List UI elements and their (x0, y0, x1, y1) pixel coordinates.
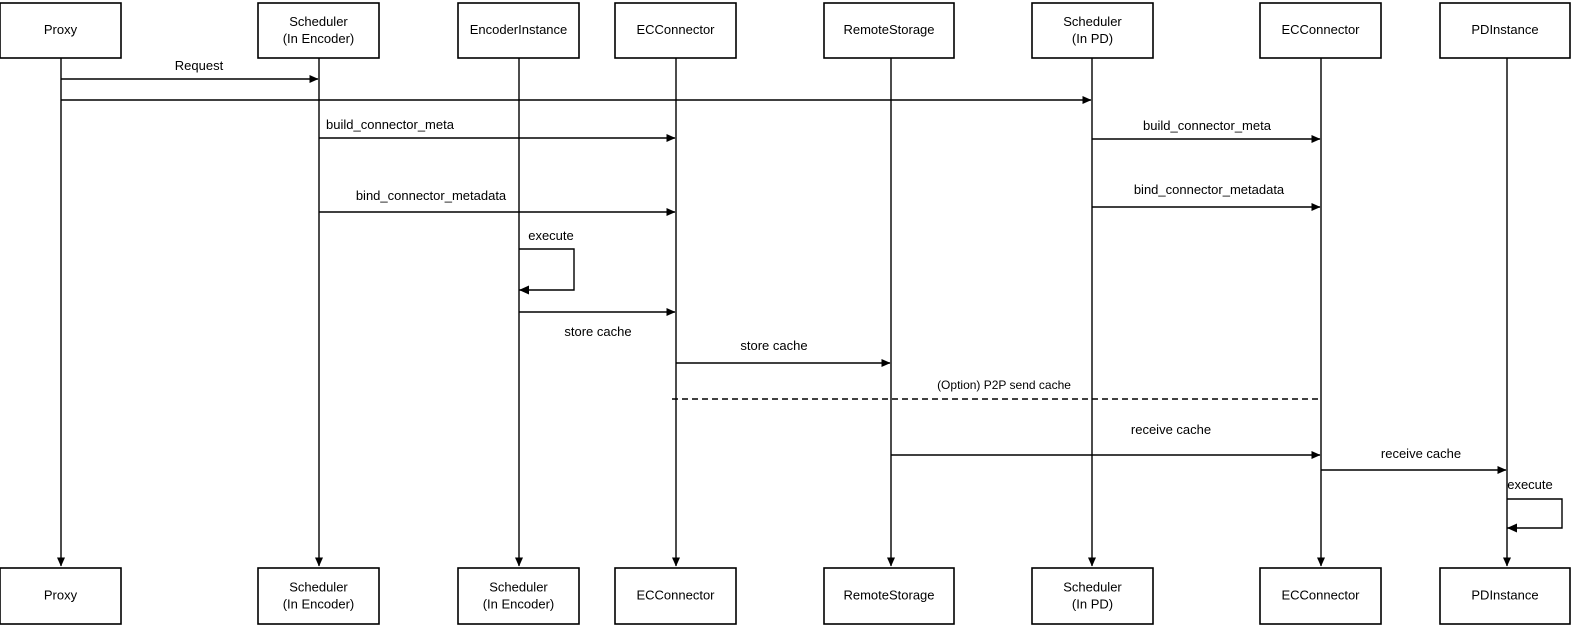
message-bind-connector-metadata-encoder[interactable]: bind_connector_metadata (319, 188, 676, 216)
participant-label-line1: ECConnector (636, 587, 715, 602)
participant-label-line1: EncoderInstance (470, 22, 568, 37)
participant-label-line1: ECConnector (636, 22, 715, 37)
participant-label-line2: (In PD) (1072, 31, 1113, 46)
footer-boxes-layer: Proxy Scheduler (In Encoder) Scheduler (In E… (0, 567, 1571, 625)
participant-box (1439, 2, 1571, 59)
participant-box (1259, 567, 1382, 625)
participant-label-line1: RemoteStorage (843, 22, 934, 37)
footer-participant-scheduler-pd[interactable]: Scheduler (In PD) (1031, 567, 1154, 625)
self-message-path (1507, 498, 1563, 529)
message-label: receive cache (1131, 422, 1211, 437)
message-label: store cache (740, 338, 807, 353)
header-participant-remote-storage[interactable]: RemoteStorage (823, 2, 955, 59)
participant-label-line1: Scheduler (489, 579, 548, 594)
message-bind-connector-metadata-pd[interactable]: bind_connector_metadata (1092, 182, 1321, 211)
participant-box (614, 567, 737, 625)
message-label: bind_connector_metadata (1134, 182, 1285, 197)
participant-box (0, 567, 122, 625)
messages-layer: Request build_connector_meta build_connect… (61, 58, 1507, 474)
message-label: (Option) P2P send cache (937, 378, 1071, 392)
message-receive-cache-pd-instance[interactable]: receive cache (1321, 446, 1507, 474)
participant-label-line1: Proxy (44, 587, 78, 602)
self-messages-layer: execute execute (519, 228, 1563, 533)
footer-participant-proxy[interactable]: Proxy (0, 567, 122, 625)
participant-box (457, 567, 580, 625)
message-build-connector-meta-encoder[interactable]: build_connector_meta (319, 117, 676, 142)
participant-label-line2: (In PD) (1072, 596, 1113, 611)
lifelines-layer (57, 58, 1511, 567)
header-participant-ec-connector-encoder[interactable]: ECConnector (614, 2, 737, 59)
self-message-arrowhead (519, 285, 529, 295)
self-message-label: execute (528, 228, 574, 243)
footer-participant-encoder-instance[interactable]: Scheduler (In Encoder) (457, 567, 580, 625)
message-label: build_connector_meta (1143, 118, 1272, 133)
participant-box (257, 567, 380, 625)
participant-box (823, 567, 955, 625)
header-boxes-layer: Proxy Scheduler (In Encoder) EncoderInstanc… (0, 2, 1571, 59)
message-label: receive cache (1381, 446, 1461, 461)
participant-box (1031, 567, 1154, 625)
participant-box (823, 2, 955, 59)
participant-label-line1: ECConnector (1281, 587, 1360, 602)
message-store-cache-encoder[interactable]: store cache (519, 308, 676, 339)
participant-label-line2: (In Encoder) (483, 596, 555, 611)
participant-label-line1: Scheduler (289, 579, 348, 594)
self-message-execute-pd-instance[interactable]: execute (1507, 477, 1563, 533)
participant-label-line1: Scheduler (1063, 579, 1122, 594)
message-store-cache-remote[interactable]: store cache (676, 338, 891, 367)
header-participant-encoder-instance[interactable]: EncoderInstance (457, 2, 580, 59)
message-receive-cache-pd-scheduler[interactable]: receive cache (891, 422, 1321, 459)
participant-label-line1: Proxy (44, 22, 78, 37)
participant-label-line1: ECConnector (1281, 22, 1360, 37)
message-label: bind_connector_metadata (356, 188, 507, 203)
footer-participant-scheduler-encoder[interactable]: Scheduler (In Encoder) (257, 567, 380, 625)
self-message-path (519, 248, 575, 291)
participant-box (257, 2, 380, 59)
participant-box (1031, 2, 1154, 59)
participant-label-line2: (In Encoder) (283, 31, 355, 46)
participant-label-line1: RemoteStorage (843, 587, 934, 602)
header-participant-ec-connector-pd[interactable]: ECConnector (1259, 2, 1382, 59)
message-label: Request (175, 58, 224, 73)
participant-box (457, 2, 580, 59)
message-request[interactable]: Request (61, 58, 319, 83)
message-p2p-send-cache[interactable]: (Option) P2P send cache (672, 378, 1322, 400)
footer-participant-ec-connector-pd[interactable]: ECConnector (1259, 567, 1382, 625)
footer-participant-ec-connector-encoder[interactable]: ECConnector (614, 567, 737, 625)
participant-label-line1: PDInstance (1471, 587, 1538, 602)
participant-box (1439, 567, 1571, 625)
self-message-execute-encoder[interactable]: execute (519, 228, 575, 295)
participant-label-line1: PDInstance (1471, 22, 1538, 37)
footer-participant-remote-storage[interactable]: RemoteStorage (823, 567, 955, 625)
header-participant-scheduler-encoder[interactable]: Scheduler (In Encoder) (257, 2, 380, 59)
header-participant-pd-instance[interactable]: PDInstance (1439, 2, 1571, 59)
header-participant-proxy[interactable]: Proxy (0, 2, 122, 59)
participant-label-line1: Scheduler (289, 14, 348, 29)
participant-box (0, 2, 122, 59)
participant-box (614, 2, 737, 59)
self-message-arrowhead (1507, 523, 1517, 533)
participant-label-line1: Scheduler (1063, 14, 1122, 29)
footer-participant-pd-instance[interactable]: PDInstance (1439, 567, 1571, 625)
message-label: build_connector_meta (326, 117, 455, 132)
message-label: store cache (564, 324, 631, 339)
message-build-connector-meta-pd[interactable]: build_connector_meta (1092, 118, 1321, 143)
participant-label-line2: (In Encoder) (283, 596, 355, 611)
participant-box (1259, 2, 1382, 59)
self-message-label: execute (1507, 477, 1553, 492)
header-participant-scheduler-pd[interactable]: Scheduler (In PD) (1031, 2, 1154, 59)
